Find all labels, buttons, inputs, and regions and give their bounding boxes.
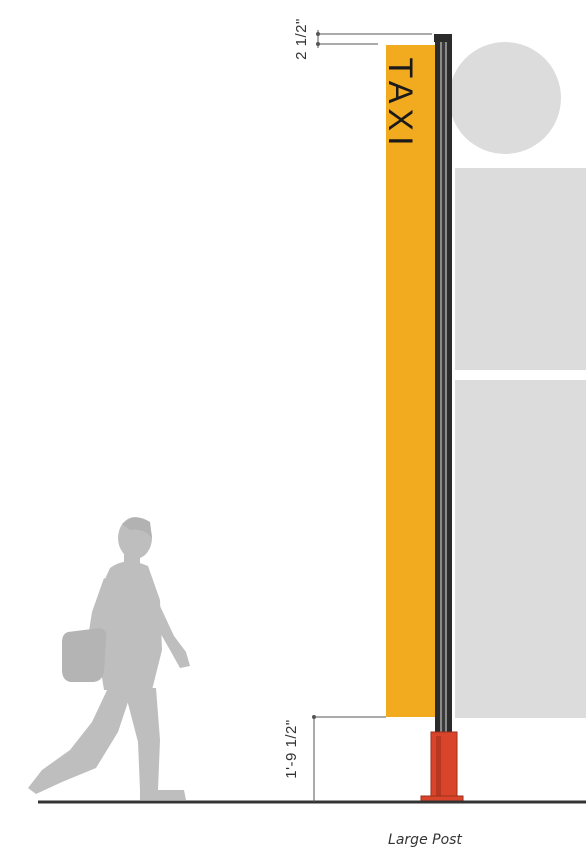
post-inner-core (442, 42, 445, 740)
person-back-leg (28, 688, 132, 794)
background-shapes (449, 42, 586, 718)
diagram-caption: Large Post (388, 832, 462, 848)
background-circle (449, 42, 561, 154)
person-bag (62, 628, 107, 682)
background-panel-lower (455, 380, 586, 718)
sign-post (420, 34, 464, 804)
person-front-arm (140, 572, 190, 668)
taxi-sign-text: TAXI (381, 57, 419, 150)
background-panel-upper (455, 168, 586, 370)
bottom-dimension-label: 1'-9 1/2" (283, 719, 300, 778)
post-base-sleeve-shade (436, 736, 441, 796)
taxi-sign-panel (386, 45, 436, 717)
person-front-leg (124, 688, 186, 800)
walking-person-silhouette (28, 517, 190, 800)
post-cap (434, 34, 452, 42)
post-base-sleeve (430, 731, 458, 799)
top-dimension: 2 1/2" (293, 18, 432, 60)
bottom-dimension: 1'-9 1/2" (283, 715, 386, 802)
top-dimension-label: 2 1/2" (293, 18, 310, 60)
taxi-sign: TAXI (381, 45, 436, 717)
